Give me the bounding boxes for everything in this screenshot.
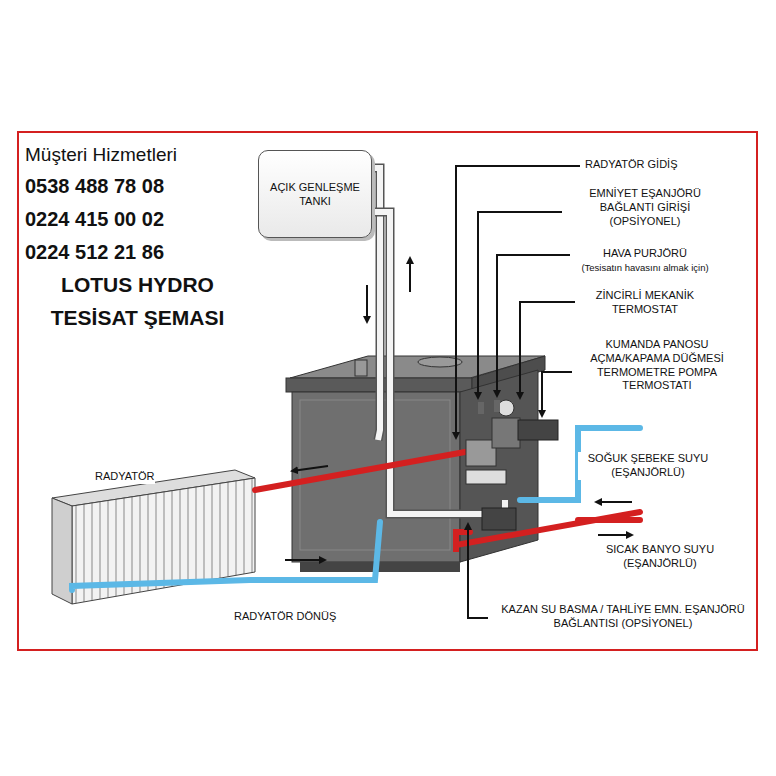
part-label: RADYATÖR bbox=[95, 470, 155, 484]
expansion-pipes bbox=[372, 168, 505, 514]
part-label: ZİNCİRLİ MEKANİK TERMOSTAT bbox=[580, 289, 710, 317]
pipe-label: SOĞUK ŞEBEKE SUYU (EŞANJÖRLÜ) bbox=[578, 452, 718, 480]
fittings bbox=[466, 400, 558, 530]
water-pipes bbox=[72, 428, 640, 590]
part-label: HAVA PURJÖRÜ bbox=[575, 247, 715, 261]
phone-number: 0224 415 00 02 bbox=[25, 207, 164, 232]
part-label: RADYATÖR GİDİŞ bbox=[585, 158, 678, 172]
part-note: (Tesisatın havasını almak için) bbox=[542, 262, 748, 274]
pipe-label: SICAK BANYO SUYU (EŞANJÖRLÜ) bbox=[585, 543, 735, 571]
diagram-title: LOTUS HYDRO TESİSAT ŞEMASI bbox=[25, 268, 250, 334]
part-label: EMNİYET EŞANJÖRÜ BAĞLANTI GİRİŞİ (OPSİYO… bbox=[565, 187, 725, 228]
part-label: KUMANDA PANOSU AÇMA/KAPAMA DÜĞMESİ TERMO… bbox=[572, 338, 742, 393]
service-heading: Müşteri Hizmetleri bbox=[25, 143, 177, 167]
phone-number: 0224 512 21 86 bbox=[25, 240, 164, 265]
phone-number: 0538 488 78 08 bbox=[25, 174, 164, 199]
tank-label: AÇIK GENLEŞME TANKI bbox=[259, 176, 371, 213]
frame bbox=[18, 132, 757, 650]
part-label: KAZAN SU BASMA / TAHLİYE EMN. EŞANJÖRÜ B… bbox=[492, 603, 754, 631]
expansion-tank: AÇIK GENLEŞME TANKI bbox=[258, 150, 372, 238]
leader-lines bbox=[456, 166, 580, 618]
pipe-label: RADYATÖR DÖNÜŞ bbox=[234, 610, 336, 624]
